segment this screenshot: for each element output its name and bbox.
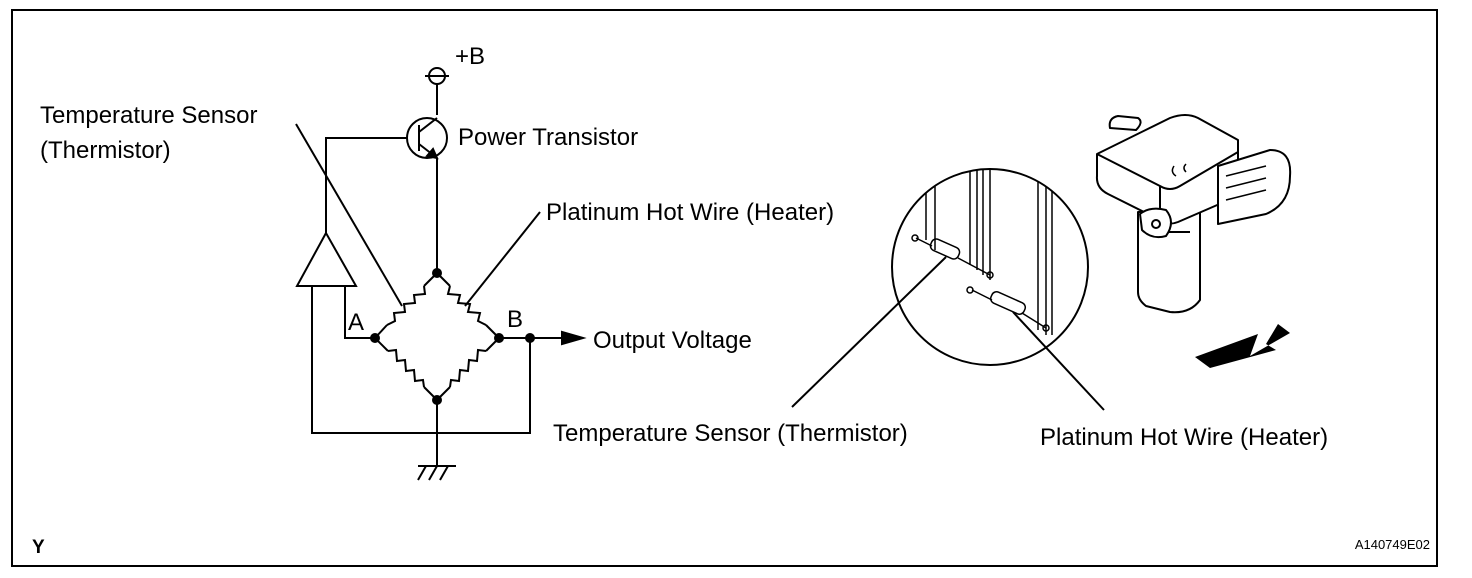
node-b-label: B: [507, 306, 523, 333]
temp-sensor-leader: [295, 123, 403, 307]
thermistor-component-leader: [791, 256, 947, 408]
junction-dots: [370, 268, 535, 405]
power-transistor-icon: [406, 117, 448, 160]
power-transistor-label: Power Transistor: [458, 124, 638, 151]
temp-sensor-component-label: Temperature Sensor (Thermistor): [553, 420, 908, 447]
hot-wire-component-label: Platinum Hot Wire (Heater): [1040, 424, 1328, 451]
magnified-view: [791, 168, 1105, 411]
temp-sensor-label-line1: Temperature Sensor: [40, 102, 257, 129]
thermistor-resistor-icon: [386, 285, 427, 326]
hot-wire-leader: [464, 211, 541, 307]
corner-mark: Y: [32, 537, 45, 558]
temp-sensor-label-line2: (Thermistor): [40, 137, 171, 164]
output-voltage-label: Output Voltage: [593, 327, 752, 354]
amplifier-icon: [295, 230, 358, 287]
supply-terminal-icon: [425, 67, 449, 115]
airflow-arrow-icon: [1195, 324, 1290, 368]
supply-label: +B: [455, 43, 485, 70]
bridge-resistor-lower-left-icon: [387, 348, 425, 388]
maf-sensor-icon: [1095, 114, 1292, 314]
figure-frame: [11, 9, 1438, 567]
hot-wire-resistor-icon: [446, 285, 487, 326]
bridge-resistor-lower-right-icon: [449, 348, 487, 388]
hot-wire-label: Platinum Hot Wire (Heater): [546, 199, 834, 226]
ground-icon: [417, 465, 456, 481]
node-a-label: A: [348, 309, 364, 336]
circuit-schematic: [295, 67, 587, 481]
figure-id: A140749E02: [1355, 537, 1430, 552]
hot-wire-component-leader: [1012, 311, 1105, 411]
